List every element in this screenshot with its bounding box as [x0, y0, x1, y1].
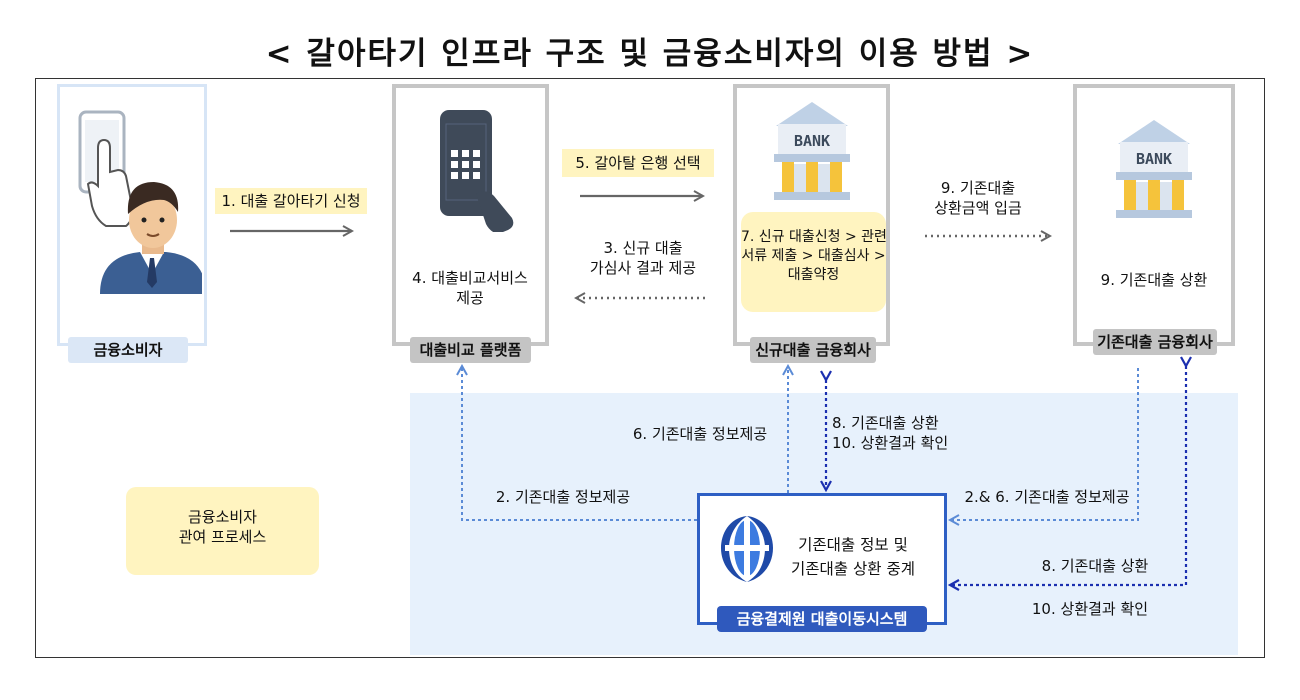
step-9-line2: 상환금액 입금: [934, 199, 1022, 218]
step-10-line: 10. 상환결과 확인: [832, 434, 949, 453]
arrow-step-8-10-old: [950, 366, 1186, 585]
globe-logo-icon: [719, 514, 775, 584]
step-1-label: 1. 대출 갈아타기 신청: [215, 188, 367, 214]
legend-box: 금융소비자 관여 프로세스: [126, 487, 319, 575]
step-4-line2: 제공: [456, 289, 484, 308]
arrow-step-2: [462, 366, 697, 521]
step-5-label: 5. 갈아탈 은행 선택: [562, 149, 714, 177]
consumer-tag: 금융소비자: [68, 337, 188, 363]
step-4-label: 4. 대출비교서비스 제공: [395, 268, 545, 309]
step-3-label: 3. 신규 대출 가심사 결과 제공: [568, 238, 718, 279]
platform-tag: 대출비교 플랫폼: [410, 337, 531, 363]
legend-line1: 금융소비자: [187, 508, 257, 526]
step-8-10-label: 8. 기존대출 상환 10. 상환결과 확인: [832, 413, 972, 454]
step-6-label: 6. 기존대출 정보제공: [632, 425, 768, 443]
step-2-label: 2. 기존대출 정보제공: [495, 488, 631, 506]
businessman-icon: [72, 108, 206, 304]
bank-sign-1: BANK: [794, 132, 830, 150]
new-bank-tag: 신규대출 금융회사: [750, 337, 876, 363]
step-3-line1: 3. 신규 대출: [603, 239, 683, 257]
bank-sign-2: BANK: [1136, 150, 1172, 168]
system-description: 기존대출 정보 및 기존대출 상환 중계: [778, 533, 928, 581]
step-3-line2: 가심사 결과 제공: [589, 259, 697, 278]
step-7-box: 7. 신규 대출신청 > 관련 서류 제출 > 대출심사 > 대출약정: [741, 212, 887, 312]
step-9-line1: 9. 기존대출: [940, 179, 1016, 197]
old-bank-tag: 기존대출 금융회사: [1093, 329, 1217, 355]
step-10b-label: 10. 상환결과 확인: [1031, 600, 1149, 618]
bank-icon: BANK: [772, 100, 852, 206]
step-4-line1: 4. 대출비교서비스: [412, 269, 528, 287]
payment-system-tag: 금융결제원 대출이동시스템: [717, 606, 927, 632]
step-9-repay-label: 9. 기존대출 상환: [1100, 271, 1208, 289]
diagram-frame: [35, 78, 1265, 658]
step-7-line3: 대출약정: [787, 266, 840, 283]
step-8-line: 8. 기존대출 상환: [832, 414, 939, 432]
step-7-line2: 서류 제출 > 대출심사 >: [741, 247, 886, 264]
bank-icon: BANK: [1114, 118, 1194, 224]
page-title: < 갈아타기 인프라 구조 및 금융소비자의 이용 방법 >: [265, 36, 1035, 72]
step-7-line1: 7. 신규 대출신청 > 관련: [741, 229, 887, 245]
system-line1: 기존대출 정보 및: [798, 536, 908, 554]
legend-line2: 관여 프로세스: [178, 528, 267, 547]
arrow-step-2-6: [950, 368, 1139, 520]
step-9-deposit-label: 9. 기존대출 상환금액 입금: [908, 178, 1048, 219]
mobile-app-icon: [436, 108, 516, 234]
system-line2: 기존대출 상환 중계: [791, 560, 915, 579]
